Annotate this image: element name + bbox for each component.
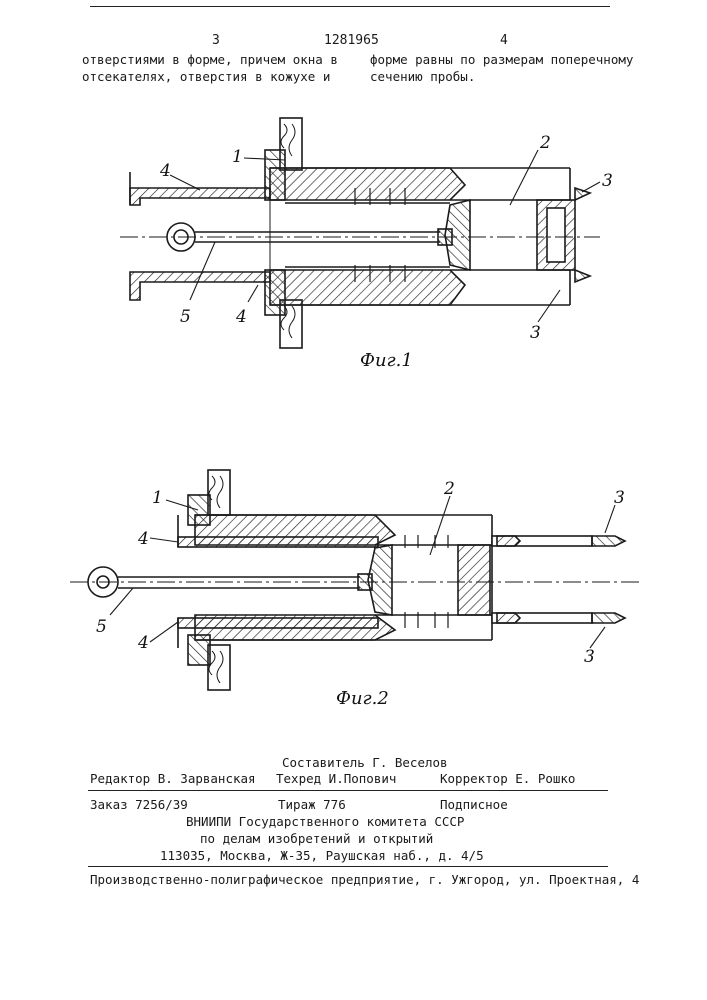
body-left-line-2: отсекателях, отверстия в кожухе и: [82, 69, 330, 85]
fig2-label-1: 1: [152, 488, 163, 508]
patent-number: 1281965: [324, 33, 379, 48]
figure-2-drawing: 1 2 3 4 5 4 3 Фиг.2: [0, 460, 707, 710]
address-line: 113035, Москва, Ж-35, Раушская наб., д. …: [160, 848, 484, 863]
fig1-caption: Фиг.1: [360, 350, 413, 371]
fig1-label-1: 1: [232, 147, 243, 167]
fig2-label-3-top: 3: [614, 488, 625, 508]
corrector-line: Корректор Е. Рошко: [440, 771, 575, 786]
form-upper: [270, 168, 465, 200]
org-line-2: по делам изобретений и открытий: [200, 831, 433, 846]
fig2-label-4-bottom: 4: [137, 633, 149, 653]
order-line: Заказ 7256/39: [90, 797, 188, 812]
techred-line: Техред И.Попович: [276, 771, 396, 786]
body-right-line-1: форме равны по размерам поперечному: [370, 52, 633, 68]
fig2-label-4-top: 4: [137, 529, 149, 549]
fig1-label-4-bottom: 4: [235, 307, 247, 327]
printer-line: Производственно-полиграфическое предприя…: [90, 872, 639, 887]
fig1-label-4-top: 4: [159, 161, 171, 181]
column-number-left: 3: [212, 33, 220, 48]
editor-line: Редактор В. Зарванская: [90, 771, 256, 786]
fig2-caption: Фиг.2: [336, 688, 389, 709]
subscription-line: Подписное: [440, 797, 508, 812]
fig2-label-5: 5: [96, 617, 107, 637]
top-rule: [90, 6, 610, 7]
fig1-label-3-bottom: 3: [530, 323, 541, 343]
form-lower: [270, 270, 465, 305]
colophon-rule-2: [88, 866, 608, 867]
colophon-rule-1: [88, 790, 608, 791]
fig2-label-2: 2: [443, 479, 455, 499]
column-number-right: 4: [500, 33, 508, 48]
body-right-line-2: сечению пробы.: [370, 69, 475, 85]
casing-upper: [130, 188, 270, 205]
figure-1-drawing: 1 2 3 4 3 5 4 Фиг.1: [0, 95, 707, 385]
fig1-label-5: 5: [180, 307, 191, 327]
circulation-line: Тираж 776: [278, 797, 346, 812]
compiler-line: Составитель Г. Веселов: [282, 755, 448, 770]
org-line-1: ВНИИПИ Государственного комитета СССР: [186, 814, 464, 829]
fig2-label-3-bottom: 3: [584, 647, 595, 667]
fig1-label-3-top: 3: [602, 171, 613, 191]
fig1-label-2: 2: [539, 133, 551, 153]
body-left-line-1: отверстиями в форме, причем окна в: [82, 52, 338, 68]
